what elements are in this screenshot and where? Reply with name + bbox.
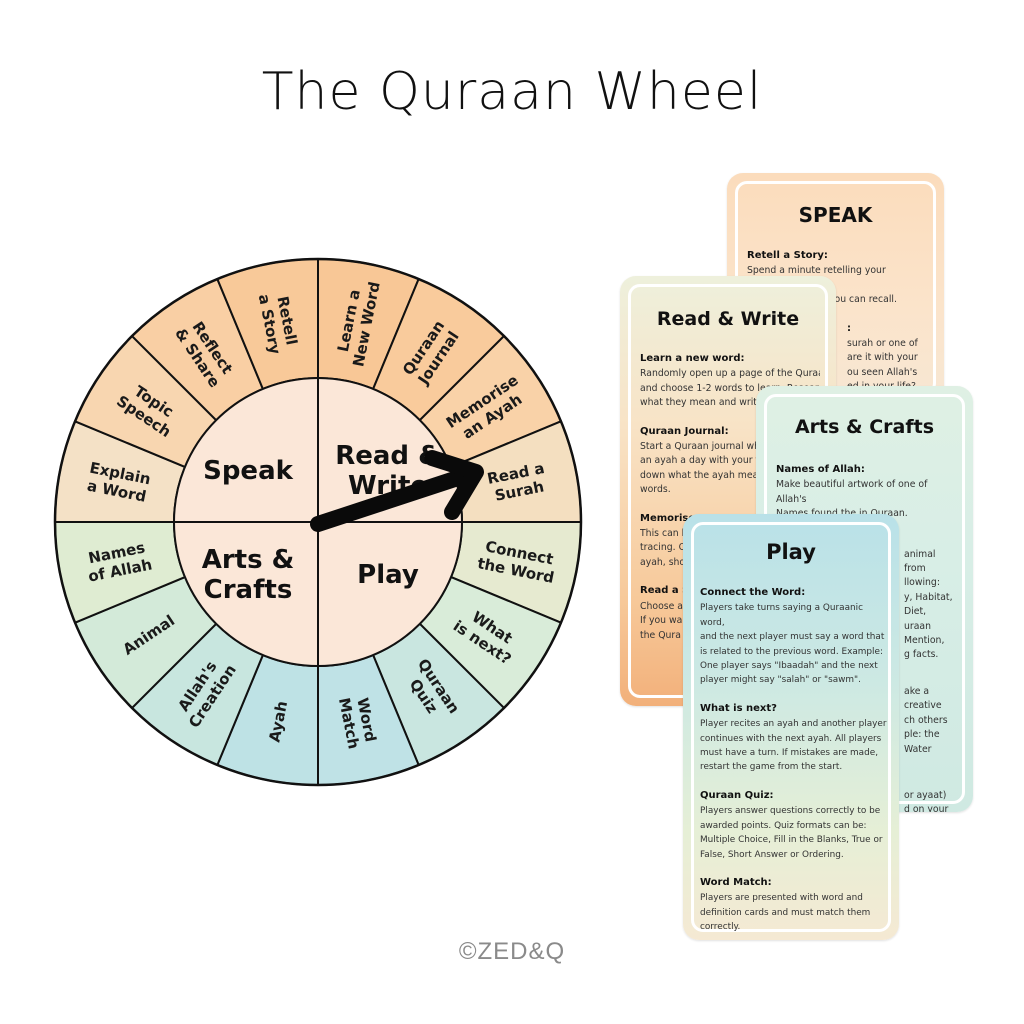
section-heading: Names of Allah: (776, 464, 865, 475)
card-body: Connect the Word: Players take turns say… (700, 586, 889, 940)
wheel-category-speak: Speak (203, 456, 294, 486)
section-line: ayah, sho (640, 556, 686, 568)
wheel-category-label-line: Play (357, 560, 419, 590)
section-line: or ayaat) (904, 789, 947, 801)
section-line: surah or one of (847, 338, 918, 350)
section-heading: Word Match: (700, 876, 772, 888)
section-line: is related to the previous word. Example… (700, 646, 883, 657)
card-title: SPEAK (798, 203, 873, 227)
section-heading: Read a S (640, 585, 690, 597)
section-heading: Quraan Quiz: (700, 789, 774, 801)
section-line: player might say "salah" or "sawm". (700, 675, 861, 686)
section-line: ch others (904, 714, 948, 726)
section-line: ake a creative (904, 685, 942, 712)
section-line: If you wa (640, 615, 683, 627)
section-heading: Memorise (640, 512, 696, 524)
section-heading: Quraan Journal: (640, 425, 729, 437)
section-heading: Learn a new word: (640, 353, 745, 364)
section-line: Players answer questions correctly to be (700, 806, 881, 817)
section-line: restart the game from the start. (700, 762, 843, 773)
section-line: Player recites an ayah and another playe… (700, 719, 887, 730)
section-line: continues with the next ayah. All player… (700, 733, 882, 744)
wheel-category-label-line: Arts & (202, 545, 295, 575)
section-heading: Retell a Story: (747, 250, 828, 261)
card-border (691, 522, 891, 932)
section-line: animal from (904, 548, 936, 575)
section-heading: Connect the Word: (700, 587, 806, 598)
section-line: Names found the in Quraan. (776, 508, 908, 520)
card-body: Names of Allah: Make beautiful artwork o… (776, 463, 957, 812)
section-line: definition cards and must match them (700, 907, 871, 918)
section-line: what they mean and write (640, 397, 763, 409)
section-heading: What is next? (700, 702, 777, 714)
section-line: Players take turns saying a Quraanic wor… (700, 603, 863, 628)
section-line: words. (640, 484, 671, 496)
section-line: ou seen Allah's (847, 366, 918, 378)
section-line: and choose 1-2 words to learn. Research (640, 382, 820, 394)
section-line: correctly. (700, 922, 741, 933)
section-line: Start a Quraan journal wh (640, 441, 761, 453)
section-line: g facts. (904, 649, 939, 661)
section-line: an ayah a day with your fo (640, 455, 765, 467)
wheel-category-label-line: Read & (335, 441, 441, 471)
section-line: False, Short Answer or Ordering. (700, 849, 844, 860)
section-line: Choose a (640, 600, 683, 612)
section-line: Players are presented with word and (700, 893, 863, 904)
section-heading: : (847, 322, 851, 334)
section-line: Make beautiful artwork of one of Allah's (776, 479, 928, 505)
section-line: tracing. O (640, 542, 686, 554)
wheel-segment-label: Namesof Allah (83, 538, 154, 586)
section-line: ple: the Water (904, 729, 940, 755)
section-line: d on your (904, 804, 949, 812)
wheel-category-label-line: Crafts (204, 575, 293, 605)
section-line: y, Habitat, Diet, (904, 591, 953, 618)
wheel-category-label-line: Speak (203, 456, 294, 486)
section-line: One player says "Ibaadah" and the next (700, 661, 878, 672)
wheel-category-arts-crafts: Arts &Crafts (202, 545, 295, 605)
page-title: The Quraan Wheel (261, 62, 763, 122)
wheel-pointer-arrow (310, 450, 484, 532)
section-line: are it with your (847, 352, 918, 364)
card-title: Play (766, 540, 816, 564)
section-line: must have a turn. If mistakes are made, (700, 748, 879, 759)
section-line: the Qura (640, 629, 681, 641)
section-line: you can recall. (829, 294, 897, 306)
section-line: Randomly open up a page of the Quraan (640, 368, 820, 380)
section-line: awarded points. Quiz formats can be: (700, 820, 867, 831)
card-title: Arts & Crafts (794, 416, 935, 438)
section-line: This can b (640, 528, 688, 540)
wheel-rim (53, 257, 583, 787)
section-line: Multiple Choice, Fill in the Blanks, Tru… (700, 835, 883, 846)
card-body: Learn a new word: Randomly open up a pag… (640, 352, 820, 657)
wheel-category-play: Play (357, 560, 419, 590)
card-title: Read & Write (656, 308, 800, 330)
section-line: and the next player must say a word that (700, 632, 885, 643)
section-line: llowing: (904, 577, 940, 589)
section-line: down what the ayah mea (640, 469, 759, 481)
copyright-footer: ©ZED&Q (458, 938, 566, 965)
wheel-segment-label: WordMatch (335, 693, 380, 751)
play-card: Play Connect the Word: Players take turn… (683, 514, 899, 940)
section-line: uraan Mention, (904, 620, 945, 647)
